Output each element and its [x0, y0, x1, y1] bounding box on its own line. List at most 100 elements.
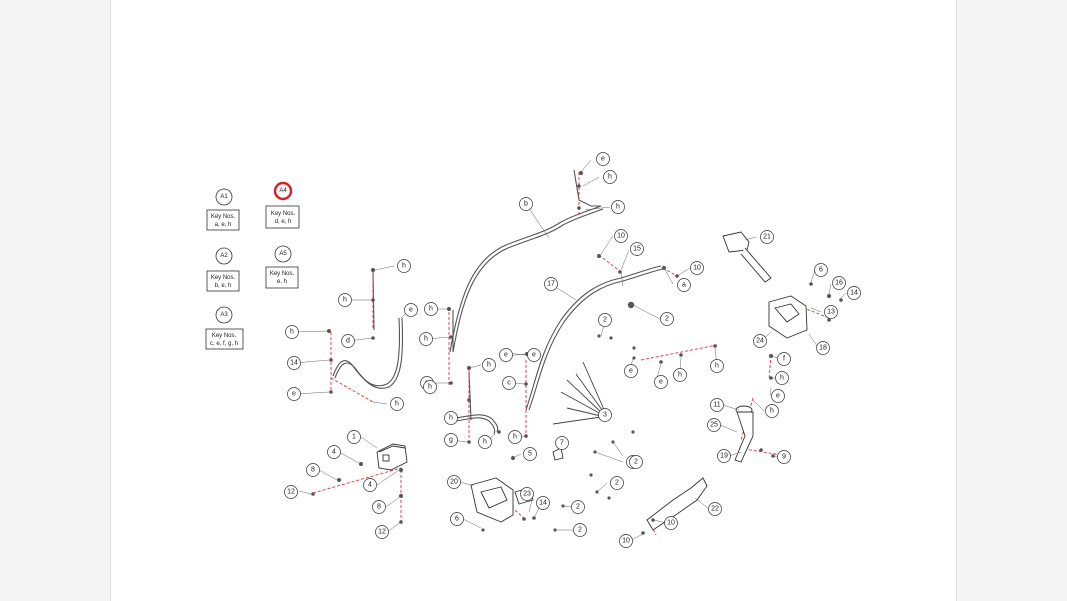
callout-20[interactable]: 20	[447, 475, 461, 489]
callout-4[interactable]: 4	[363, 478, 377, 492]
callout-2[interactable]: 2	[573, 523, 587, 537]
callout-label: h	[780, 375, 784, 382]
callout-24[interactable]: 24	[753, 334, 767, 348]
callout-8[interactable]: 8	[372, 500, 386, 514]
callout-12[interactable]: 12	[284, 485, 298, 499]
callout-e[interactable]: e	[404, 303, 418, 317]
callout-e[interactable]: e	[771, 389, 785, 403]
variant-a2[interactable]: A2 Key Nos. b, e, h	[206, 247, 240, 292]
callout-23[interactable]: 23	[520, 487, 534, 501]
callout-7[interactable]: 7	[555, 436, 569, 450]
callout-14[interactable]: 14	[536, 496, 550, 510]
callout-label: h	[487, 362, 491, 369]
callout-21[interactable]: 21	[760, 230, 774, 244]
callout-label: 18	[819, 345, 827, 352]
callout-e[interactable]: e	[654, 375, 668, 389]
variant-a2-marker	[215, 247, 233, 265]
callout-14[interactable]: 14	[287, 356, 301, 370]
callout-2[interactable]: 2	[660, 312, 674, 326]
callout-10[interactable]: 10	[614, 229, 628, 243]
callout-balloon	[536, 496, 550, 510]
callout-16[interactable]: 16	[832, 276, 846, 290]
components	[376, 231, 808, 531]
callout-h[interactable]: h	[390, 397, 404, 411]
callout-h[interactable]: h	[611, 200, 625, 214]
variant-a5[interactable]: A5 Key Nos. e, h	[265, 245, 299, 289]
callout-label: 17	[547, 281, 555, 288]
callout-label: h	[770, 408, 774, 415]
callout-10[interactable]: 10	[619, 534, 633, 548]
callout-11[interactable]: 11	[710, 398, 724, 412]
callout-a[interactable]: a	[677, 278, 691, 292]
variant-a3[interactable]: A3 Key Nos. c, e, f, g, h	[205, 306, 244, 350]
callout-h[interactable]: h	[338, 293, 352, 307]
callout-h[interactable]: h	[444, 411, 458, 425]
callout-h[interactable]: h	[673, 368, 687, 382]
callout-10[interactable]: 10	[664, 516, 678, 530]
variant-a4-key-line2: d, e, h	[275, 219, 292, 225]
callout-9[interactable]: 9	[777, 450, 791, 464]
callout-e[interactable]: e	[287, 387, 301, 401]
callout-18[interactable]: 18	[816, 341, 830, 355]
callout-label: 2	[576, 504, 580, 511]
callout-label: 5	[528, 451, 532, 458]
callout-2[interactable]: 2	[571, 500, 585, 514]
callout-balloon	[527, 348, 541, 362]
callout-label: 9	[782, 454, 786, 461]
callout-14[interactable]: 14	[847, 286, 861, 300]
callout-25[interactable]: 25	[707, 418, 721, 432]
callout-1[interactable]: 1	[347, 430, 361, 444]
callout-label: 2	[665, 316, 669, 323]
callout-balloon	[847, 286, 861, 300]
callout-2[interactable]: 2	[610, 476, 624, 490]
callout-8[interactable]: 8	[306, 463, 320, 477]
callout-balloon	[760, 230, 774, 244]
callout-13[interactable]: 13	[824, 305, 838, 319]
callout-balloon	[571, 500, 585, 514]
callout-e[interactable]: e	[624, 364, 638, 378]
callout-22[interactable]: 22	[708, 502, 722, 516]
variant-a1[interactable]: A1 Key Nos. a, e, h	[206, 188, 240, 231]
callout-e[interactable]: e	[596, 152, 610, 166]
callout-5[interactable]: 5	[523, 447, 537, 461]
callout-label: 3	[603, 412, 607, 419]
callout-h[interactable]: h	[423, 380, 437, 394]
callout-balloon	[598, 313, 612, 327]
callout-3[interactable]: 3	[598, 408, 612, 422]
callout-f[interactable]: f	[777, 352, 791, 366]
callout-h[interactable]: h	[419, 332, 433, 346]
callout-h[interactable]: h	[775, 371, 789, 385]
callout-17[interactable]: 17	[544, 277, 558, 291]
callout-2[interactable]: 2	[629, 455, 643, 469]
variant-a4-marker	[273, 181, 293, 201]
callout-19[interactable]: 19	[717, 449, 731, 463]
callout-balloon	[287, 387, 301, 401]
drawing-sheet: A1 Key Nos. a, e, h A4 Key Nos. d, e, h …	[110, 0, 957, 601]
callout-g[interactable]: g	[444, 433, 458, 447]
callout-15[interactable]: 15	[630, 242, 644, 256]
callout-d[interactable]: d	[341, 334, 355, 348]
callout-h[interactable]: h	[710, 359, 724, 373]
callout-10[interactable]: 10	[690, 261, 704, 275]
callout-h[interactable]: h	[285, 325, 299, 339]
brake-line-d	[332, 317, 400, 387]
callout-h[interactable]: h	[603, 170, 617, 184]
callout-h[interactable]: h	[508, 430, 522, 444]
callout-b[interactable]: b	[519, 197, 533, 211]
callout-e[interactable]: e	[499, 348, 513, 362]
variant-a4[interactable]: A4 Key Nos. d, e, h	[265, 181, 300, 229]
callout-h[interactable]: h	[424, 302, 438, 316]
callout-e[interactable]: e	[527, 348, 541, 362]
callout-h[interactable]: h	[478, 435, 492, 449]
callout-12[interactable]: 12	[375, 525, 389, 539]
callout-h[interactable]: h	[397, 259, 411, 273]
callout-6[interactable]: 6	[450, 512, 464, 526]
callout-balloon	[630, 242, 644, 256]
callout-c[interactable]: c	[502, 376, 516, 390]
callout-h[interactable]: h	[482, 358, 496, 372]
callout-2[interactable]: 2	[598, 313, 612, 327]
callout-label: h	[428, 384, 432, 391]
callout-6[interactable]: 6	[814, 263, 828, 277]
callout-4[interactable]: 4	[327, 445, 341, 459]
callout-h[interactable]: h	[765, 404, 779, 418]
